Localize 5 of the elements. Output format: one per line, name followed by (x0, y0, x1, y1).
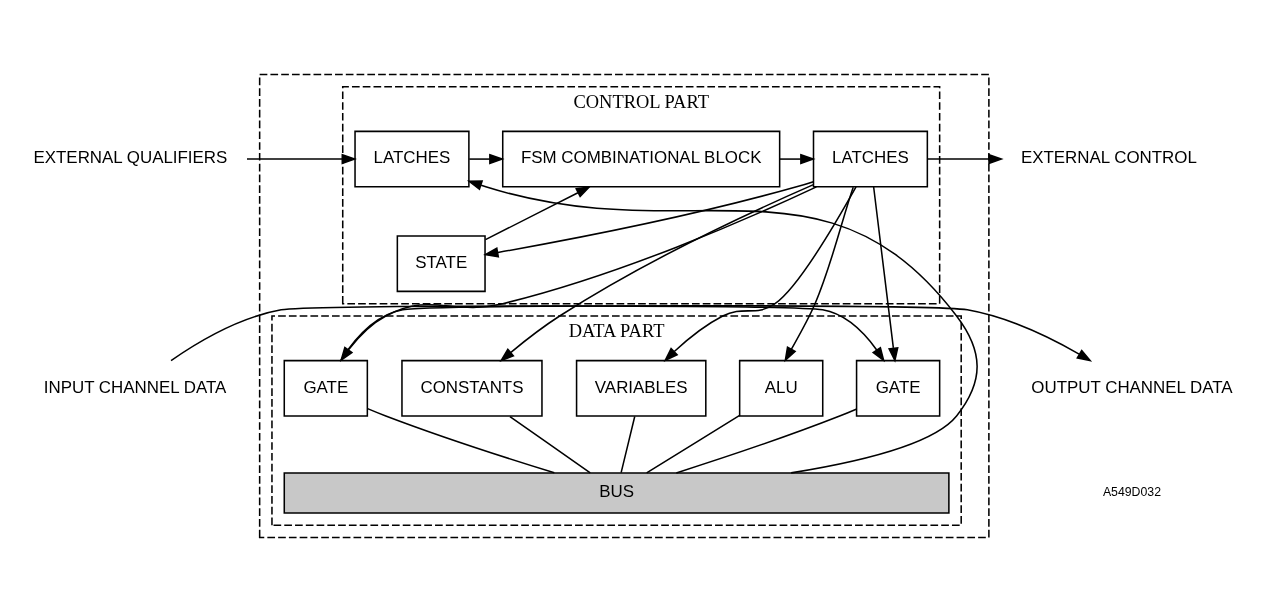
node-text: INPUT CHANNEL DATA (43, 377, 227, 397)
node-text: EXTERNAL QUALIFIERS (33, 148, 228, 168)
label: A549D032 (1102, 484, 1162, 499)
node-text: OUTPUT CHANNEL DATA (1031, 377, 1233, 397)
node-text: EXTERNAL CONTROL (1020, 148, 1197, 168)
